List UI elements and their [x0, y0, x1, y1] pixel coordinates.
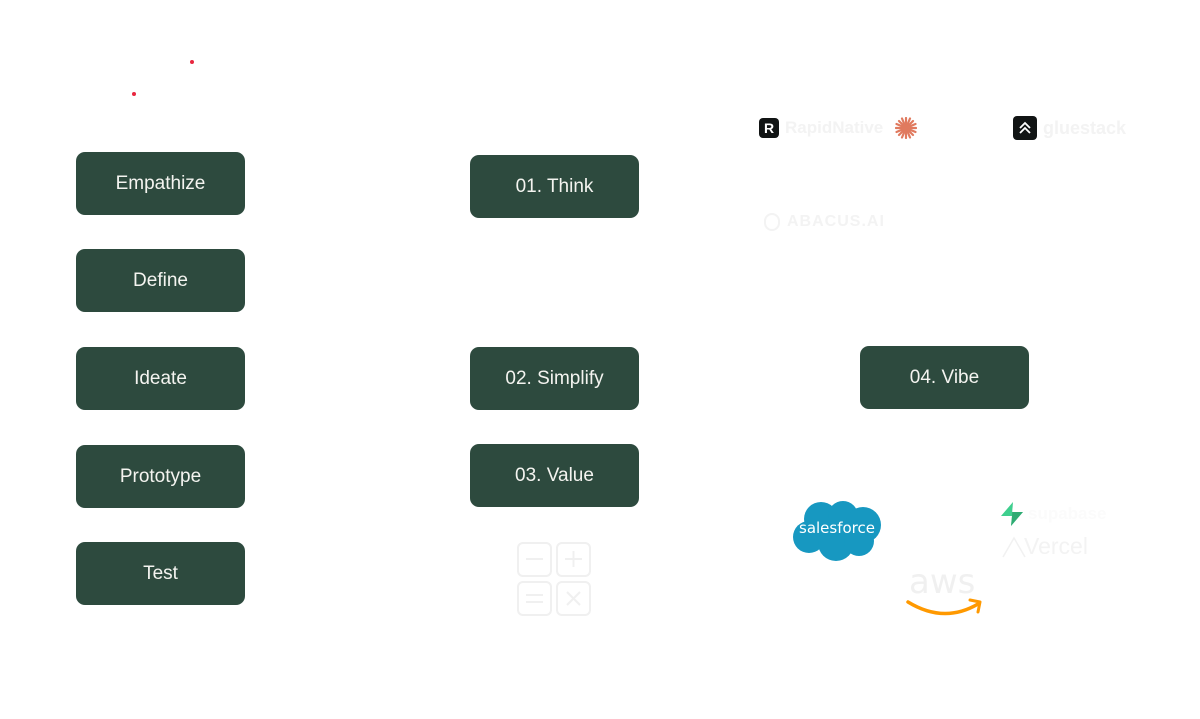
logo-gluestack: gluestack — [1013, 116, 1126, 140]
stage-ideate[interactable]: Ideate — [76, 347, 245, 410]
logo-text: RapidNative — [785, 118, 884, 137]
logo-rapidnative: R RapidNative — [759, 118, 883, 138]
step-label: 01. Think — [515, 175, 594, 197]
stage-label: Test — [143, 562, 178, 584]
calculator-icon — [516, 541, 592, 617]
step-label: 02. Simplify — [505, 367, 604, 389]
step-label: 03. Value — [515, 464, 594, 486]
supabase-logo-text: supabase — [1028, 504, 1107, 523]
claude-asterisk-icon — [894, 116, 918, 140]
step-value[interactable]: 03. Value — [470, 444, 639, 507]
accent-dot — [190, 60, 194, 64]
logo-text: Vercel — [1024, 533, 1088, 559]
step-simplify[interactable]: 02. Simplify — [470, 347, 639, 410]
rapidnative-r-icon: R — [759, 118, 779, 138]
logo-salesforce: salesforce — [791, 499, 883, 563]
stage-define[interactable]: Define — [76, 249, 245, 312]
logo-text: salesforce — [799, 519, 875, 537]
salesforce-cloud-icon — [793, 501, 881, 561]
vercel-triangle-icon — [1002, 536, 1026, 557]
step-vibe[interactable]: 04. Vibe — [860, 346, 1029, 409]
step-label: 04. Vibe — [909, 366, 980, 388]
aws-smile-arrow-icon — [906, 598, 982, 616]
stage-empathize[interactable]: Empathize — [76, 152, 245, 215]
gluestack-chevrons-icon — [1013, 116, 1037, 140]
accent-dot — [132, 92, 136, 96]
logo-abacus: ABACUS.AI — [764, 213, 885, 231]
logo-text: gluestack — [1043, 117, 1127, 138]
logo-text: ABACUS.AI — [787, 213, 885, 230]
stage-prototype[interactable]: Prototype — [76, 445, 245, 508]
logo-text: aws — [909, 562, 976, 602]
supabase-bolt-icon — [1001, 502, 1023, 526]
abacus-brain-icon — [764, 213, 780, 231]
stage-label: Prototype — [119, 465, 202, 487]
logo-aws: aws — [906, 562, 986, 620]
logo-vercel: Vercel — [1002, 533, 1088, 560]
step-think[interactable]: 01. Think — [470, 155, 639, 218]
stage-test[interactable]: Test — [76, 542, 245, 605]
stage-label: Ideate — [134, 367, 187, 389]
stage-label: Empathize — [115, 172, 206, 194]
stage-label: Define — [133, 269, 188, 291]
